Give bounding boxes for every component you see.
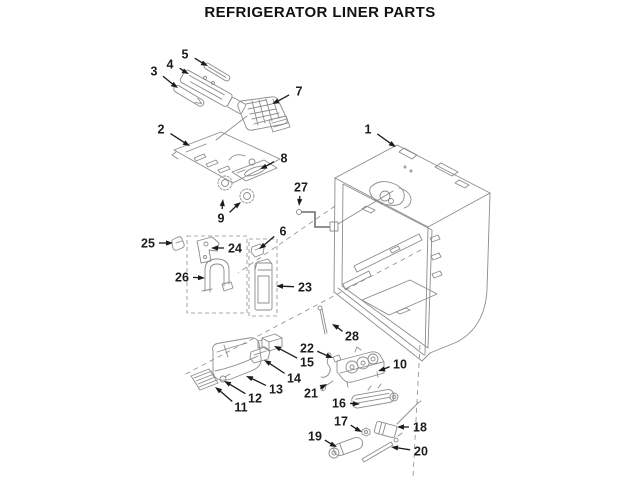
callout-2: 2 xyxy=(158,123,190,146)
svg-text:9: 9 xyxy=(218,212,225,226)
callout-19: 19 xyxy=(308,430,337,447)
callout-14: 14 xyxy=(264,360,301,386)
callout-23: 23 xyxy=(276,281,312,295)
projection-lines xyxy=(183,115,422,478)
svg-text:2: 2 xyxy=(158,123,165,137)
part-16-bracket xyxy=(351,383,399,409)
part-9-motors xyxy=(217,175,255,204)
svg-text:27: 27 xyxy=(294,181,308,195)
svg-text:3: 3 xyxy=(151,65,158,79)
callout-28: 28 xyxy=(332,324,359,344)
callout-9: 9 xyxy=(218,199,241,226)
callout-16: 16 xyxy=(332,397,360,411)
svg-text:1: 1 xyxy=(365,123,372,137)
svg-text:22: 22 xyxy=(300,342,314,356)
svg-text:11: 11 xyxy=(234,401,247,415)
part-2-cover-panel xyxy=(171,131,281,184)
callout-20: 20 xyxy=(391,445,428,459)
part-23-filter-housing xyxy=(254,258,273,311)
part-6-clip xyxy=(250,243,265,258)
svg-text:23: 23 xyxy=(298,281,312,295)
callout-4: 4 xyxy=(167,58,189,74)
part-4-light-housing xyxy=(179,69,246,115)
part-15-box xyxy=(257,333,283,352)
part-13-housing xyxy=(212,337,262,381)
callout-17: 17 xyxy=(334,415,362,432)
part-28-pin xyxy=(317,305,328,335)
part-25-clip xyxy=(171,236,185,251)
callout-13: 13 xyxy=(246,376,283,397)
part-20-tube xyxy=(361,432,403,463)
callout-26: 26 xyxy=(175,271,205,285)
part-24-bracket xyxy=(196,236,220,264)
callout-7: 7 xyxy=(272,85,303,104)
svg-text:25: 25 xyxy=(141,237,155,251)
svg-text:19: 19 xyxy=(308,430,322,444)
svg-text:5: 5 xyxy=(182,48,189,62)
svg-text:26: 26 xyxy=(175,271,189,285)
callout-22: 22 xyxy=(300,342,333,358)
callout-12: 12 xyxy=(224,381,262,406)
svg-text:17: 17 xyxy=(334,415,348,429)
callout-24: 24 xyxy=(211,242,242,256)
callout-8: 8 xyxy=(260,152,288,169)
part-11-grille xyxy=(190,368,219,391)
part-12-clip xyxy=(219,373,231,383)
callout-10: 10 xyxy=(378,358,407,372)
part-10-icemaker xyxy=(332,346,385,388)
dashed-box-left xyxy=(186,235,248,314)
svg-text:12: 12 xyxy=(248,392,262,406)
callout-21: 21 xyxy=(304,384,327,401)
part-26-fill-tube xyxy=(201,258,234,293)
dashed-box-right xyxy=(248,238,278,317)
svg-text:21: 21 xyxy=(304,387,318,401)
part-1-cabinet xyxy=(333,144,491,362)
part-27-wire xyxy=(296,190,394,232)
svg-text:6: 6 xyxy=(280,225,287,239)
svg-text:28: 28 xyxy=(345,330,359,344)
part-3-tube xyxy=(173,84,205,107)
callout-18: 18 xyxy=(397,421,427,435)
svg-text:10: 10 xyxy=(393,358,407,372)
callout-15: 15 xyxy=(274,346,314,370)
page-title: REFRIGERATOR LINER PARTS xyxy=(204,4,436,21)
callout-6: 6 xyxy=(259,225,287,249)
svg-text:13: 13 xyxy=(269,383,283,397)
callout-5: 5 xyxy=(182,48,208,66)
callout-25: 25 xyxy=(141,237,173,251)
part-7-grille-cover xyxy=(237,96,291,133)
svg-text:7: 7 xyxy=(296,85,303,99)
svg-text:15: 15 xyxy=(300,356,314,370)
part-17-nut xyxy=(361,427,371,437)
svg-text:20: 20 xyxy=(414,445,428,459)
svg-text:18: 18 xyxy=(413,421,427,435)
part-19-tube xyxy=(328,436,364,459)
part-18-valve xyxy=(373,400,422,439)
callout-3: 3 xyxy=(151,65,178,88)
svg-text:16: 16 xyxy=(332,397,346,411)
svg-text:8: 8 xyxy=(281,152,288,166)
callout-11: 11 xyxy=(215,387,248,415)
svg-text:24: 24 xyxy=(228,242,242,256)
svg-text:14: 14 xyxy=(287,372,301,386)
svg-text:4: 4 xyxy=(167,58,174,72)
callout-27: 27 xyxy=(294,181,308,206)
callout-1: 1 xyxy=(365,123,396,147)
